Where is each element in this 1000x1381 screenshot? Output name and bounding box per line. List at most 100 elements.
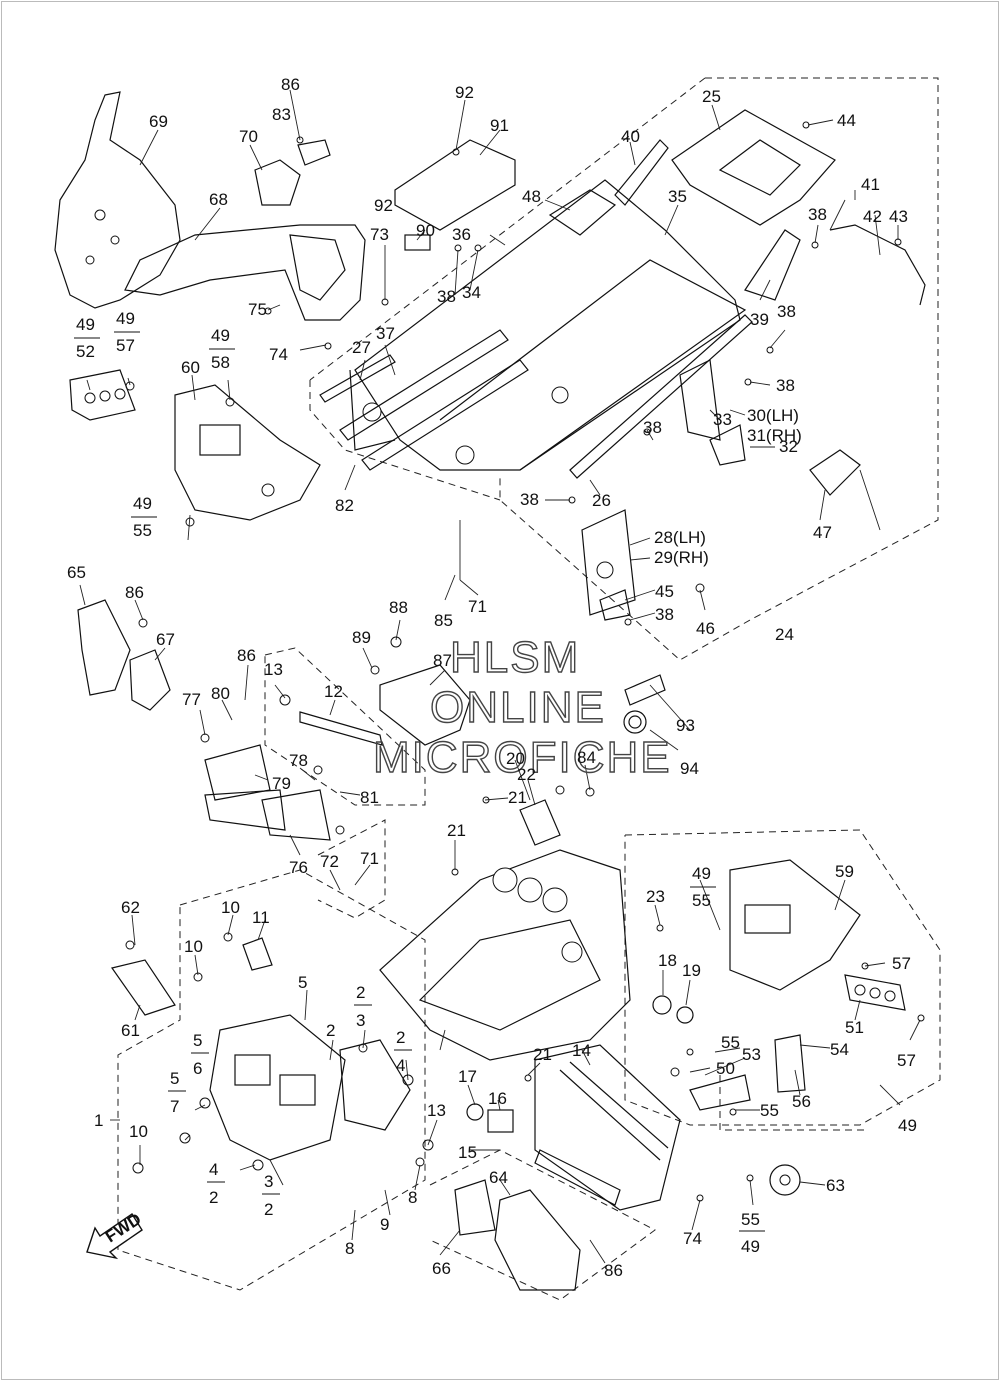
callout-86b: 86 bbox=[125, 583, 144, 602]
fwd-arrow-icon: FWD bbox=[86, 1209, 145, 1260]
callout-55b: 55 bbox=[692, 891, 711, 910]
callout-52: 52 bbox=[76, 342, 95, 361]
callout-42: 42 bbox=[863, 207, 882, 226]
callout-37: 37 bbox=[376, 324, 395, 343]
callout-10c: 10 bbox=[129, 1122, 148, 1141]
callout-71b: 71 bbox=[360, 849, 379, 868]
callout-59: 59 bbox=[835, 862, 854, 881]
watermark-line-2: ONLINE bbox=[430, 683, 606, 732]
callout-74b: 74 bbox=[683, 1229, 702, 1248]
callout-66: 66 bbox=[432, 1259, 451, 1278]
callout-21c: 21 bbox=[533, 1045, 552, 1064]
callout-2a: 2 bbox=[356, 983, 365, 1002]
callout-38e: 38 bbox=[643, 418, 662, 437]
callout-38c: 38 bbox=[777, 302, 796, 321]
callout-87: 87 bbox=[433, 651, 452, 670]
callout-60: 60 bbox=[181, 358, 200, 377]
callout-26: 26 bbox=[592, 491, 611, 510]
callout-29rh: 29(RH) bbox=[654, 548, 709, 567]
callout-33: 33 bbox=[713, 410, 732, 429]
callout-56: 56 bbox=[792, 1092, 811, 1111]
callout-49e: 49 bbox=[692, 864, 711, 883]
callout-2c: 2 bbox=[396, 1028, 405, 1047]
callout-68: 68 bbox=[209, 190, 228, 209]
callout-40: 40 bbox=[621, 127, 640, 146]
callout-55c: 55 bbox=[721, 1033, 740, 1052]
callout-94: 94 bbox=[680, 759, 699, 778]
callout-57b: 57 bbox=[892, 954, 911, 973]
watermark-line-1: HLSM bbox=[450, 633, 580, 682]
callout-92: 92 bbox=[455, 83, 474, 102]
callout-46: 46 bbox=[696, 619, 715, 638]
callout-18: 18 bbox=[658, 951, 677, 970]
callout-14: 14 bbox=[572, 1041, 591, 1060]
callout-49a: 49 bbox=[76, 315, 95, 334]
callout-8b: 8 bbox=[345, 1239, 354, 1258]
callout-69: 69 bbox=[149, 112, 168, 131]
callout-28lh: 28(LH) bbox=[654, 528, 706, 547]
callout-41: 41 bbox=[861, 175, 880, 194]
callout-49d: 49 bbox=[133, 494, 152, 513]
callout-43: 43 bbox=[889, 207, 908, 226]
callout-55a: 55 bbox=[133, 521, 152, 540]
callout-38b: 38 bbox=[808, 205, 827, 224]
callout-15: 15 bbox=[458, 1143, 477, 1162]
callout-63: 63 bbox=[826, 1176, 845, 1195]
callout-25: 25 bbox=[702, 87, 721, 106]
callout-23: 23 bbox=[646, 887, 665, 906]
callout-38f: 38 bbox=[520, 490, 539, 509]
callout-93: 93 bbox=[676, 716, 695, 735]
callout-49c: 49 bbox=[211, 326, 230, 345]
group-boundaries bbox=[117, 77, 941, 1301]
callout-85: 85 bbox=[434, 611, 453, 630]
callout-10a: 10 bbox=[221, 898, 240, 917]
callout-62: 62 bbox=[121, 898, 140, 917]
callout-13b: 13 bbox=[427, 1101, 446, 1120]
callout-54: 54 bbox=[830, 1040, 849, 1059]
callout-12: 12 bbox=[324, 682, 343, 701]
callout-88: 88 bbox=[389, 598, 408, 617]
callout-36: 36 bbox=[452, 225, 471, 244]
callout-71a: 71 bbox=[468, 597, 487, 616]
callout-10b: 10 bbox=[184, 937, 203, 956]
callout-57c: 57 bbox=[897, 1051, 916, 1070]
callout-86: 86 bbox=[281, 75, 300, 94]
callout-27: 27 bbox=[352, 338, 371, 357]
callout-2b: 2 bbox=[326, 1021, 335, 1040]
callout-21a: 21 bbox=[508, 788, 527, 807]
callout-5c: 5 bbox=[170, 1069, 179, 1088]
callout-21b: 21 bbox=[447, 821, 466, 840]
callout-2d: 2 bbox=[209, 1188, 218, 1207]
callout-19: 19 bbox=[682, 961, 701, 980]
callout-70: 70 bbox=[239, 127, 258, 146]
callout-67: 67 bbox=[156, 630, 175, 649]
callout-11: 11 bbox=[252, 908, 270, 927]
callout-89: 89 bbox=[352, 628, 371, 647]
callout-34: 34 bbox=[462, 283, 481, 302]
callout-5a: 5 bbox=[298, 973, 307, 992]
callout-7: 7 bbox=[170, 1097, 179, 1116]
part-drawings bbox=[54, 91, 926, 1291]
callout-77: 77 bbox=[182, 690, 201, 709]
callout-20: 20 bbox=[506, 749, 525, 768]
callout-32: 32 bbox=[779, 437, 798, 456]
callout-82: 82 bbox=[335, 496, 354, 515]
callout-30lh: 30(LH) bbox=[747, 406, 799, 425]
callout-58: 58 bbox=[211, 353, 230, 372]
callout-16: 16 bbox=[488, 1089, 507, 1108]
callout-76: 76 bbox=[289, 858, 308, 877]
callout-38d: 38 bbox=[776, 376, 795, 395]
callout-3b: 3 bbox=[264, 1172, 273, 1191]
callout-38a: 38 bbox=[437, 287, 456, 306]
callout-47: 47 bbox=[813, 523, 832, 542]
callout-8a: 8 bbox=[408, 1188, 417, 1207]
callout-86c: 86 bbox=[237, 646, 256, 665]
callout-65: 65 bbox=[67, 563, 86, 582]
callout-4b: 4 bbox=[209, 1160, 218, 1179]
callout-17: 17 bbox=[458, 1067, 477, 1086]
watermark-line-3: MICROFICHE bbox=[373, 733, 672, 782]
callout-39: 39 bbox=[750, 310, 769, 329]
callout-45: 45 bbox=[655, 582, 674, 601]
